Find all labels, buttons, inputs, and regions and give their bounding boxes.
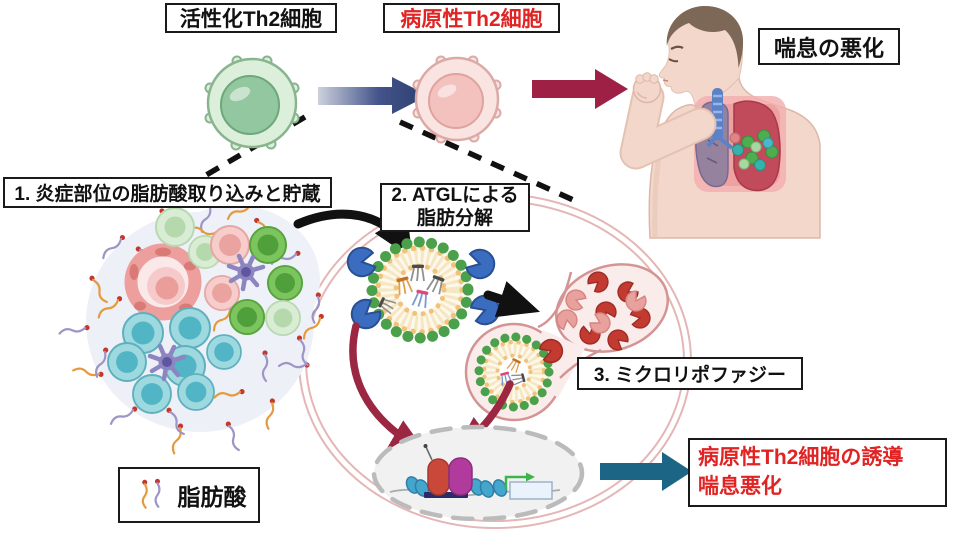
- uptake-arrow: [293, 209, 413, 259]
- zoom-dashed-lines: [194, 114, 582, 206]
- closed-eye-icon: [670, 45, 684, 50]
- coughing-person: [619, 5, 821, 239]
- label-step2-line2: 脂肪分解: [416, 207, 493, 229]
- fatty-acid-icon: [141, 478, 161, 509]
- tss-arrow: [504, 472, 535, 490]
- transcription-complex: [423, 444, 473, 496]
- label-step1-fatty-acid-uptake: 1. 炎症部位の脂肪酸取り込みと貯蔵: [3, 177, 332, 208]
- lung-cell-cluster: [729, 129, 779, 171]
- pathogenic-th2-cell: [412, 55, 502, 144]
- nucleus: [371, 424, 585, 522]
- outcome-arrow: [600, 452, 692, 491]
- to-asthma-arrow: [532, 69, 628, 109]
- lipid-droplet: [344, 236, 505, 344]
- legend-fatty-acid: 脂肪酸: [118, 467, 260, 523]
- blood-vessel: [124, 243, 202, 321]
- inflammation-site-cluster: [57, 199, 327, 455]
- label-activated-th2: 活性化Th2細胞: [165, 3, 337, 33]
- label-outcome: 病原性Th2細胞の誘導 喘息悪化: [688, 438, 947, 507]
- transition-arrow: [318, 77, 428, 114]
- microlipophagy-vesicle: [464, 263, 669, 422]
- nuclear-import-arrow-1: [349, 322, 426, 452]
- droplet-bead-ring: [366, 236, 474, 344]
- small-lipid-droplet: [474, 332, 554, 412]
- zoom-dashed-line-right: [398, 119, 582, 206]
- label-step2-atgl-lipolysis: 2. ATGLによる 脂肪分解: [380, 183, 530, 232]
- legend-fatty-acid-text: 脂肪酸: [177, 484, 247, 510]
- label-pathogenic-th2-text: 病原性Th2細胞: [400, 8, 543, 31]
- label-asthma-worsening: 喘息の悪化: [758, 28, 900, 65]
- inflamed-lung: [694, 88, 786, 192]
- coughing-arm: [619, 72, 717, 170]
- lipolysis-arrow: [483, 281, 540, 318]
- zoom-dashed-line-left: [194, 114, 307, 184]
- label-step2-line1: 2. ATGLによる: [391, 184, 519, 206]
- hair: [666, 5, 744, 69]
- label-step1-text: 1. 炎症部位の脂肪酸取り込みと貯蔵: [14, 184, 321, 205]
- label-asthma-worsening-text: 喘息の悪化: [773, 35, 884, 61]
- label-outcome-line1: 病原性Th2細胞の誘導: [698, 446, 904, 470]
- label-step3-text: 3. ミクロリポファジー: [593, 365, 787, 386]
- label-pathogenic-th2: 病原性Th2細胞: [383, 3, 560, 33]
- gene-box: [509, 481, 553, 500]
- label-activated-th2-text: 活性化Th2細胞: [179, 8, 323, 31]
- activated-th2-cell: [204, 55, 300, 151]
- label-outcome-line2: 喘息悪化: [698, 474, 782, 498]
- label-step3-microlipophagy: 3. ミクロリポファジー: [577, 357, 803, 390]
